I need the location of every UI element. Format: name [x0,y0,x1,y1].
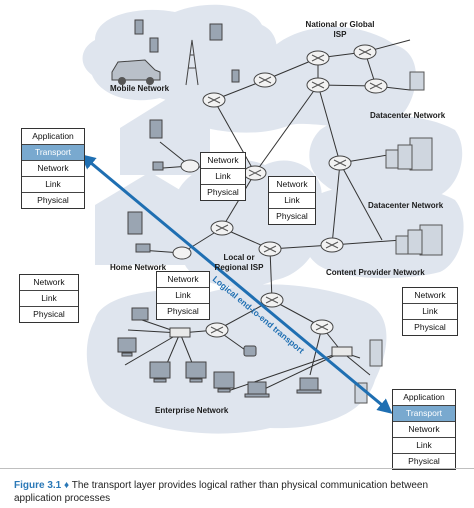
router-stack: Network Link Physical [19,274,79,323]
phone-icon [209,23,223,41]
network-diagram: Logical end-to-end transport [80,4,464,434]
stack-layer-network: Network [201,153,245,169]
router-icon [253,72,277,88]
phone-icon [152,161,164,171]
home-network-label: Home Network [110,263,167,272]
laptop-icon [135,243,151,253]
caption-divider [0,468,474,469]
datacenter-label-mid: Datacenter Network [368,201,444,210]
switch-icon [169,327,191,338]
enterprise-network-label: Enterprise Network [155,406,229,415]
mobile-devices [111,39,199,86]
mobile-network-label: Mobile Network [110,84,170,93]
switch-icon [331,346,353,357]
cell-tower-icon [185,39,199,86]
enterprise-cloud [86,284,387,434]
figure-caption: Figure 3.1 ♦ The transport layer provide… [14,479,464,505]
stack-layer-network: Network [22,161,84,177]
stack-layer-physical: Physical [276,211,308,221]
router-icon [202,92,226,108]
datacenter-label-top: Datacenter Network [370,111,446,120]
router-icon [310,319,334,335]
router-icon [205,322,229,338]
stack-layer-application: Application [393,390,455,406]
stack-layer-transport: Transport [393,406,455,422]
laptop-icon [244,381,270,398]
router-stack: Network Link Physical [200,152,246,201]
stack-layer-network: Network [157,272,209,288]
router-icon [328,155,352,171]
stack-layer-physical: Physical [33,309,65,319]
stack-layer-link: Link [269,193,315,209]
router-stack: Network Link Physical [268,176,316,225]
desktop-icon [131,307,149,321]
router-icon [306,50,330,66]
router-icon [364,78,388,94]
stack-layer-physical: Physical [414,322,446,332]
stack-layer-transport: Transport [22,145,84,161]
stack-layer-link: Link [393,438,455,454]
stack-layer-link: Link [201,169,245,185]
stack-layer-physical: Physical [408,456,440,466]
regional-isp-label: Local or Regional ISP [214,253,264,272]
phone-icon [134,19,144,35]
caption-diamond: ♦ [64,480,70,491]
router-stack: Network Link Physical [402,287,458,336]
stack-layer-link: Link [403,304,457,320]
stack-layer-physical: Physical [37,195,69,205]
router-stack: Network Link Physical [156,271,210,320]
stack-layer-link: Link [157,288,209,304]
router-icon [260,292,284,308]
destination-host-stack: Application Transport Network Link Physi… [392,389,456,470]
server-icon [409,71,425,91]
router-icon [353,44,377,60]
stack-layer-network: Network [403,288,457,304]
server-icon [369,339,383,367]
phone-icon [149,37,159,53]
stack-layer-physical: Physical [207,187,239,197]
stack-layer-network: Network [20,275,78,291]
phone-icon [243,345,257,357]
stack-layer-physical: Physical [167,306,199,316]
router-icon [210,220,234,236]
router-icon [180,159,200,173]
figure-number: Figure 3.1 [14,480,62,491]
national-isp-label: National or Global ISP [305,20,375,39]
stack-layer-network: Network [269,177,315,193]
stack-layer-link: Link [22,177,84,193]
content-provider-label: Content Provider Network [326,268,425,277]
router-icon [306,77,330,93]
router-icon [320,237,344,253]
router-icon [243,165,267,181]
stack-layer-application: Application [22,129,84,145]
stack-layer-network: Network [393,422,455,438]
end-to-end-arrow [80,154,393,414]
router-icon [172,246,192,260]
caption-text: The transport layer provides logical rat… [14,480,429,504]
server-rack-icon [395,224,443,256]
laptop-icon [296,377,322,394]
source-host-stack: Application Transport Network Link Physi… [21,128,85,209]
desktop-icon [127,211,143,235]
desktop-icon [149,119,163,139]
stack-layer-link: Link [20,291,78,307]
phone-icon [231,69,240,83]
